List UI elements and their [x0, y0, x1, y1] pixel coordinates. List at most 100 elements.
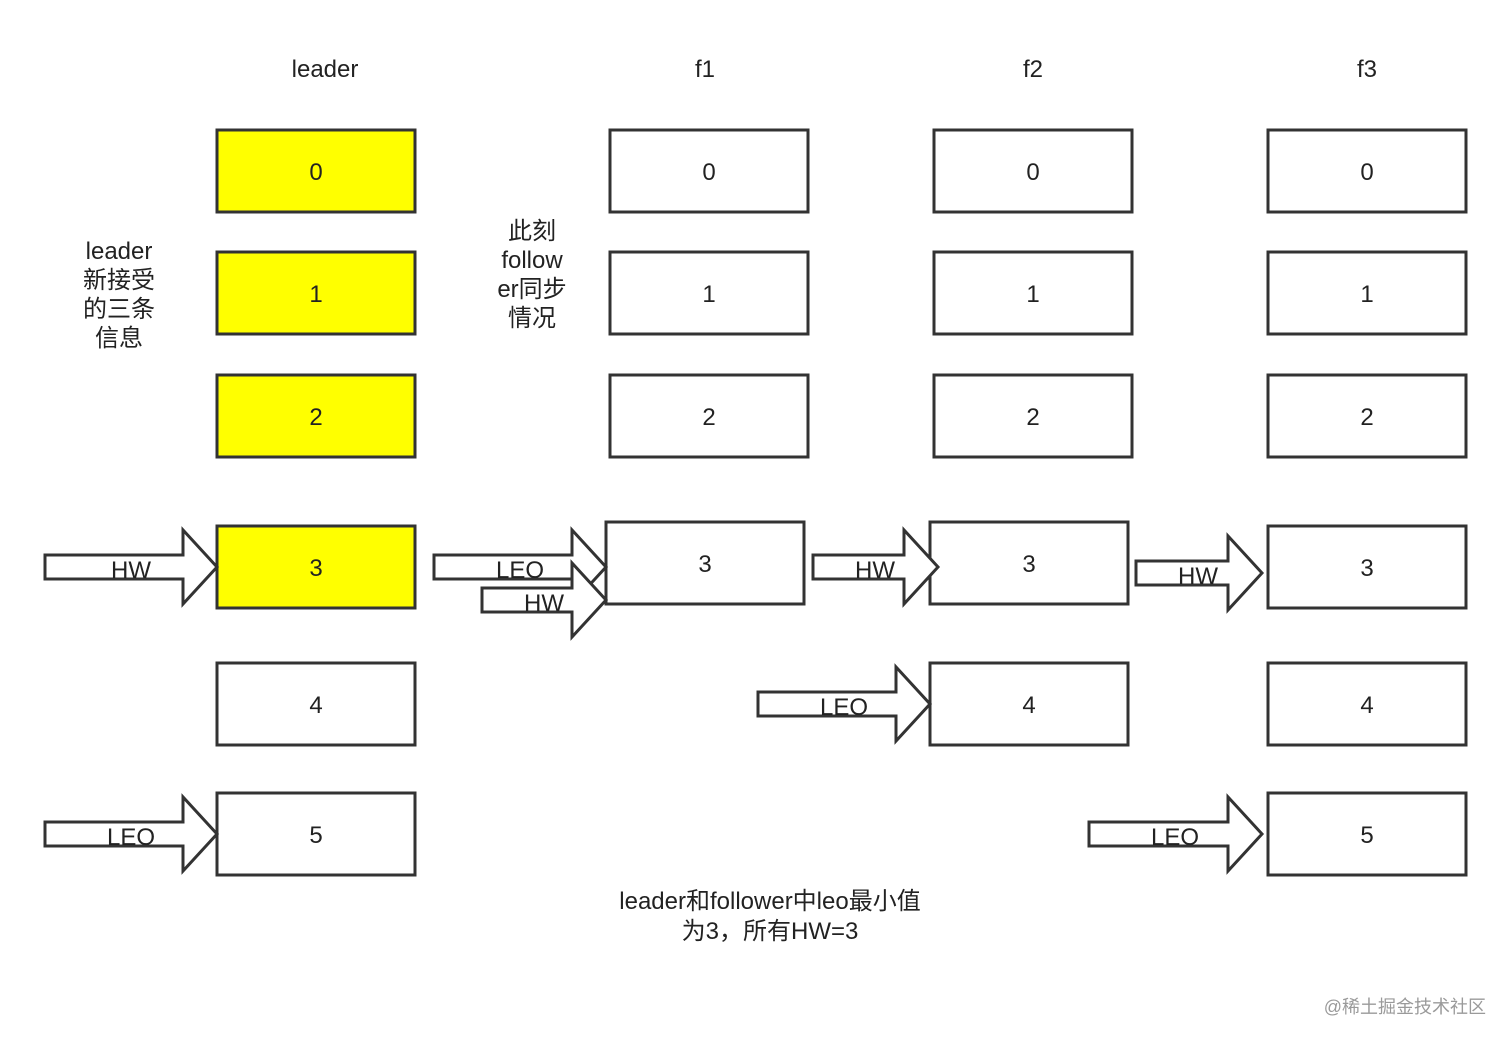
column-title-f1: f1 [694, 56, 716, 83]
log-entry-f3-2: 2 [1266, 373, 1468, 459]
pointer-label: LEO [820, 694, 868, 721]
log-entry-f3-0: 0 [1266, 128, 1468, 214]
log-entry-label: 2 [1026, 404, 1039, 431]
log-entry-box [932, 128, 1134, 214]
hw-summary-note: leader和follower中leo最小值 为3，所有HW=3 [619, 887, 920, 947]
pointer-hw-f3: HW [1134, 532, 1265, 614]
note-line: 的三条 [83, 296, 155, 323]
log-entry-label: 0 [702, 159, 715, 186]
arrow-right-icon [480, 559, 609, 641]
log-entry-f1-0: 0 [608, 128, 810, 214]
note-line: 情况 [508, 305, 556, 332]
log-entry-f1-2: 2 [608, 373, 810, 459]
note-line: 信息 [95, 325, 143, 352]
arrow-right-icon [43, 526, 220, 608]
note-line: 新接受 [83, 267, 155, 294]
log-entry-f1-3: 3 [604, 520, 806, 606]
arrow-right-icon [1087, 793, 1265, 875]
note-line: leader [85, 238, 153, 265]
log-entry-label: 5 [309, 822, 322, 849]
column-title-leader: leader [291, 56, 359, 83]
log-entry-box [932, 373, 1134, 459]
log-entry-f2-3: 3 [928, 520, 1130, 606]
log-entry-box [215, 373, 417, 459]
log-entry-box [215, 524, 417, 610]
pointer-label: HW [1178, 563, 1218, 590]
log-entry-label: 1 [1026, 281, 1039, 308]
log-entry-box [928, 661, 1130, 747]
pointer-label: LEO [107, 824, 155, 851]
log-entry-f3-1: 1 [1266, 250, 1468, 336]
note-line: er同步 [497, 276, 567, 303]
log-entry-label: 4 [1022, 692, 1035, 719]
log-entry-box [215, 661, 417, 747]
log-entry-box [1266, 128, 1468, 214]
pointer-hw-leader: HW [43, 526, 220, 608]
pointer-label: HW [524, 590, 564, 617]
log-entry-label: 2 [309, 404, 322, 431]
log-entry-label: 2 [1360, 404, 1373, 431]
log-entry-box [608, 128, 810, 214]
pointer-label: LEO [1151, 824, 1199, 851]
note-line: follow [501, 247, 563, 274]
log-entry-label: 2 [702, 404, 715, 431]
arrow-right-icon [43, 793, 220, 875]
log-entry-box [215, 128, 417, 214]
log-entry-leader-4: 4 [215, 661, 417, 747]
log-entry-label: 1 [309, 281, 322, 308]
log-entry-box [1266, 373, 1468, 459]
log-entry-box [1266, 250, 1468, 336]
column-title-f2: f2 [1022, 56, 1044, 83]
log-entry-label: 3 [1360, 555, 1373, 582]
log-entry-f2-1: 1 [932, 250, 1134, 336]
log-entry-box [604, 520, 806, 606]
log-entry-label: 3 [1022, 551, 1035, 578]
leader-new-entries-note: leader 新接受 的三条 信息 [83, 237, 155, 353]
log-entry-f3-5: 5 [1266, 791, 1468, 877]
log-entry-label: 0 [309, 159, 322, 186]
log-entry-box [1266, 524, 1468, 610]
log-entry-label: 1 [702, 281, 715, 308]
log-entry-label: 4 [309, 692, 322, 719]
log-entry-box [215, 250, 417, 336]
log-entry-box [1266, 661, 1468, 747]
log-entry-box [608, 250, 810, 336]
log-entry-leader-1: 1 [215, 250, 417, 336]
log-entry-f3-4: 4 [1266, 661, 1468, 747]
log-entry-f3-3: 3 [1266, 524, 1468, 610]
log-entry-label: 0 [1026, 159, 1039, 186]
log-entry-box [1266, 791, 1468, 877]
log-entry-box [608, 373, 810, 459]
arrow-right-icon [811, 526, 941, 608]
log-entry-label: 4 [1360, 692, 1373, 719]
log-entry-label: 5 [1360, 822, 1373, 849]
note-line: 此刻 [508, 218, 556, 245]
watermark: @稀土掘金技术社区 [1323, 997, 1486, 1017]
log-entry-f2-0: 0 [932, 128, 1134, 214]
log-entry-f2-4: 4 [928, 661, 1130, 747]
log-entry-f2-2: 2 [932, 373, 1134, 459]
log-entry-box [928, 520, 1130, 606]
pointer-label: HW [855, 557, 895, 584]
log-entry-leader-0: 0 [215, 128, 417, 214]
pointer-leo-leader: LEO [43, 793, 220, 875]
column-title-f3: f3 [1356, 56, 1378, 83]
pointer-label: LEO [496, 557, 544, 584]
log-entry-label: 0 [1360, 159, 1373, 186]
log-entry-leader-5: 5 [215, 791, 417, 877]
follower-sync-note: 此刻 follow er同步 情况 [497, 217, 566, 333]
log-entry-leader-3: 3 [215, 524, 417, 610]
summary-line: leader和follower中leo最小值 [619, 888, 921, 915]
arrow-right-icon [1134, 532, 1265, 614]
pointer-leo-f2: LEO [756, 663, 933, 745]
log-entry-label: 1 [1360, 281, 1373, 308]
arrow-right-icon [756, 663, 933, 745]
pointer-hw-f2: HW [811, 526, 941, 608]
pointer-leo-f3: LEO [1087, 793, 1265, 875]
log-entry-box [932, 250, 1134, 336]
log-entry-label: 3 [698, 551, 711, 578]
log-entry-label: 3 [309, 555, 322, 582]
summary-line: 为3，所有HW=3 [681, 918, 859, 945]
